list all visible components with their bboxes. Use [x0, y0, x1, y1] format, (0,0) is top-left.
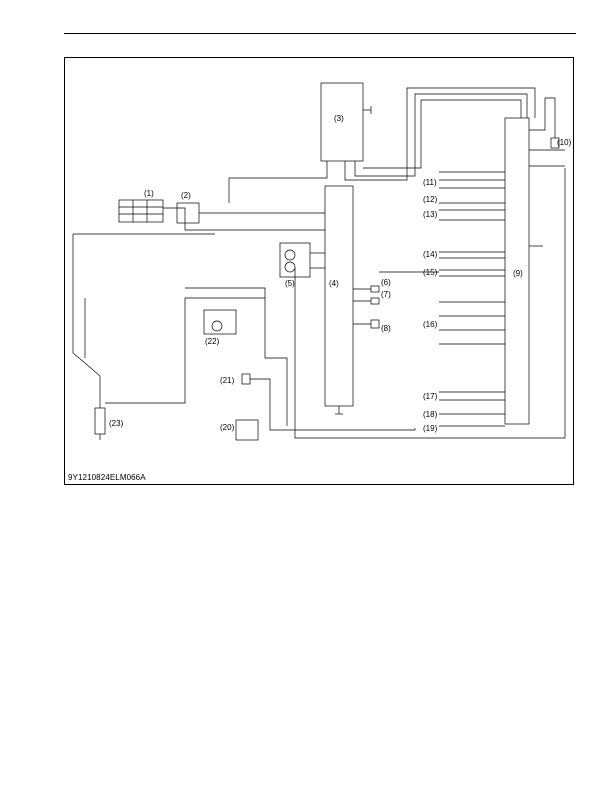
header-rule: [64, 33, 576, 34]
component-label: (9): [513, 269, 523, 278]
wire: [228, 161, 328, 203]
wiring-diagram: [72, 82, 566, 441]
component-22-box: [203, 309, 237, 335]
wire: [163, 207, 325, 231]
component-2-relay: [176, 202, 200, 224]
wire: [529, 97, 556, 138]
component-label: (17): [423, 392, 438, 401]
component-label: (6): [381, 278, 391, 287]
component-label: (16): [423, 320, 438, 329]
figure-id: 9Y1210824ELM066A: [68, 473, 146, 482]
wire: [185, 287, 288, 426]
wire: [344, 87, 536, 181]
component-1-fuse-block: [118, 199, 164, 223]
component-23-battery: [94, 407, 106, 435]
component-label: (19): [423, 424, 438, 433]
component-6-box: [370, 285, 380, 293]
component-8-box: [370, 319, 380, 329]
wire: [363, 99, 522, 169]
component-9-controller: [504, 117, 530, 425]
component-label: (12): [423, 195, 438, 204]
component-3-box: [320, 82, 364, 162]
component-label: (8): [381, 324, 391, 333]
component-label: (22): [205, 337, 220, 346]
component-label: (1): [144, 189, 154, 198]
component-20-box: [235, 419, 259, 441]
component-4-controller: [324, 185, 354, 407]
wire: [72, 234, 101, 408]
component-label: (10): [557, 138, 572, 147]
wiring-diagram-frame: (1) (2) (3) (4) (5) (6) (7) (8) (9) (10)…: [64, 57, 574, 485]
component-label: (2): [181, 191, 191, 200]
component-label: (14): [423, 250, 438, 259]
component-label: (20): [220, 423, 235, 432]
component-5-coil: [284, 261, 296, 273]
component-5-coil: [284, 249, 296, 261]
component-label: (21): [220, 376, 235, 385]
wire: [105, 297, 265, 404]
component-label: (23): [109, 419, 124, 428]
component-label: (15): [423, 268, 438, 277]
wire: [294, 168, 566, 439]
component-label: (5): [285, 279, 295, 288]
wire: [354, 93, 528, 177]
wire: [250, 378, 416, 431]
component-label: (7): [381, 290, 391, 299]
component-21-box: [241, 373, 251, 385]
component-label: (4): [329, 279, 339, 288]
component-label: (13): [423, 210, 438, 219]
component-7-box: [370, 297, 380, 305]
component-label: (3): [334, 114, 344, 123]
component-label: (11): [423, 178, 437, 187]
motor-symbol: [211, 320, 223, 332]
component-label: (18): [423, 410, 438, 419]
